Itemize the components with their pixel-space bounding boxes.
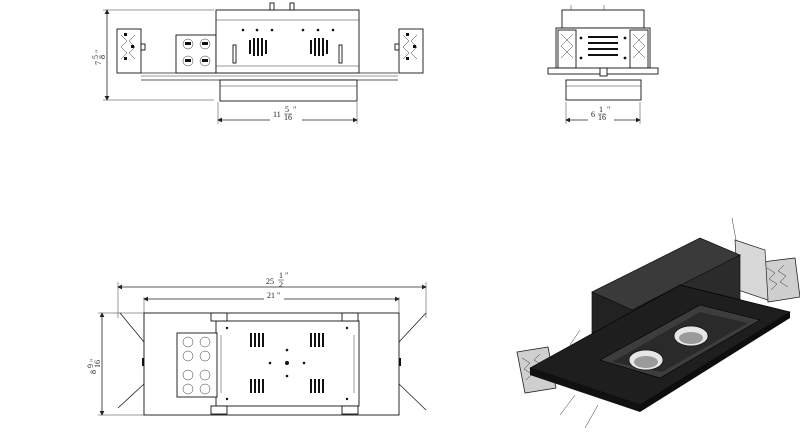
svg-text:1: 1 (599, 105, 603, 114)
front-right-bracket (398, 28, 424, 74)
top-depth-dim-label: 8 9 16 " (86, 359, 102, 374)
svg-text:": " (94, 50, 103, 53)
svg-text:21: 21 (267, 291, 275, 300)
front-junction-box (175, 34, 217, 74)
svg-text:11: 11 (273, 110, 281, 119)
svg-text:": " (293, 105, 296, 114)
front-view: 7 5 8 " (91, 2, 424, 124)
front-height-dim-label: 7 5 8 " (91, 50, 107, 65)
front-width-dim-label: 11 5 16 " (270, 105, 302, 122)
front-trim (219, 79, 358, 102)
svg-text:16: 16 (284, 113, 292, 122)
side-width-dim-label: 6 1 16 " (588, 105, 614, 122)
side-top-housing (561, 9, 645, 29)
front-left-bracket (116, 28, 142, 74)
side-trim (565, 79, 642, 101)
svg-text:25: 25 (266, 277, 274, 286)
svg-text:6: 6 (591, 110, 595, 119)
svg-text:8: 8 (89, 370, 98, 374)
svg-text:5: 5 (285, 105, 289, 114)
svg-text:7: 7 (94, 61, 103, 65)
svg-text:16: 16 (93, 360, 102, 368)
top-view: 25 1 2 " 21 " 8 9 16 " (86, 271, 427, 416)
svg-text:16: 16 (598, 113, 606, 122)
front-housing (215, 9, 360, 74)
top-inner-dim-label: 21 " (264, 290, 284, 300)
svg-text:2: 2 (279, 280, 283, 289)
svg-text:5: 5 (91, 55, 100, 59)
svg-text:9: 9 (86, 364, 95, 368)
iso-view (516, 217, 800, 429)
side-view: 6 1 16 " (547, 5, 659, 124)
svg-text:1: 1 (279, 271, 283, 280)
svg-text:": " (89, 359, 98, 362)
svg-text:8: 8 (98, 55, 107, 59)
svg-text:": " (277, 291, 280, 300)
svg-text:": " (285, 271, 288, 280)
top-overall-dim-label: 25 1 2 " (263, 271, 291, 289)
svg-text:": " (607, 105, 610, 114)
